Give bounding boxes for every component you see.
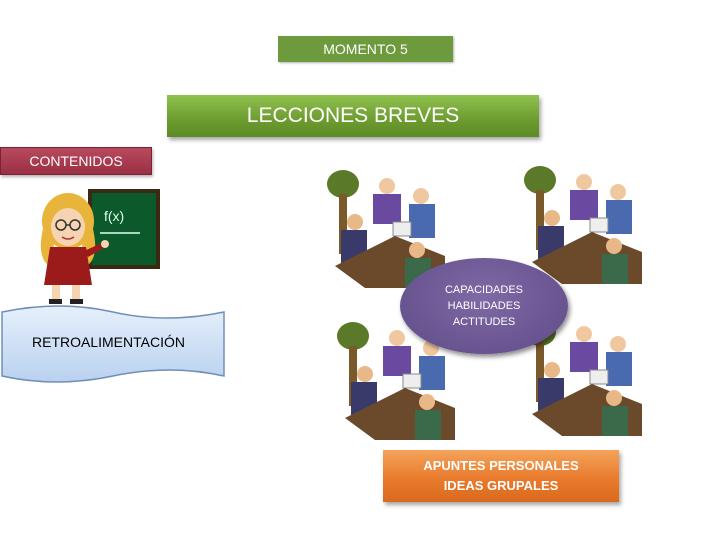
contents-label: CONTENIDOS <box>29 153 123 169</box>
feedback-banner: RETROALIMENTACIÓN <box>0 302 226 388</box>
teacher-at-chalkboard-icon: f(x) <box>40 189 160 304</box>
notes-group: IDEAS GRUPALES <box>443 478 559 493</box>
contents-box: CONTENIDOS <box>0 147 152 175</box>
feedback-label: RETROALIMENTACIÓN <box>32 334 185 350</box>
moment-label: MOMENTO 5 <box>323 41 408 57</box>
skill-habilidades: HABILIDADES <box>447 300 521 312</box>
notes-personal: APUNTES PERSONALES <box>423 458 579 473</box>
lessons-box: LECCIONES BREVES <box>167 95 539 137</box>
feedback-banner-shape <box>1 305 225 383</box>
skill-capacidades: CAPACIDADES <box>444 284 524 296</box>
skill-actitudes: ACTITUDES <box>452 316 516 328</box>
lessons-label: LECCIONES BREVES <box>246 104 460 127</box>
svg-text:f(x): f(x) <box>104 208 124 224</box>
meeting-group-icon <box>522 162 642 284</box>
notes-box: APUNTES PERSONALES IDEAS GRUPALES <box>383 450 619 502</box>
moment-title: MOMENTO 5 <box>278 36 453 62</box>
skills-oval: CAPACIDADES HABILIDADES ACTITUDES <box>400 258 568 354</box>
